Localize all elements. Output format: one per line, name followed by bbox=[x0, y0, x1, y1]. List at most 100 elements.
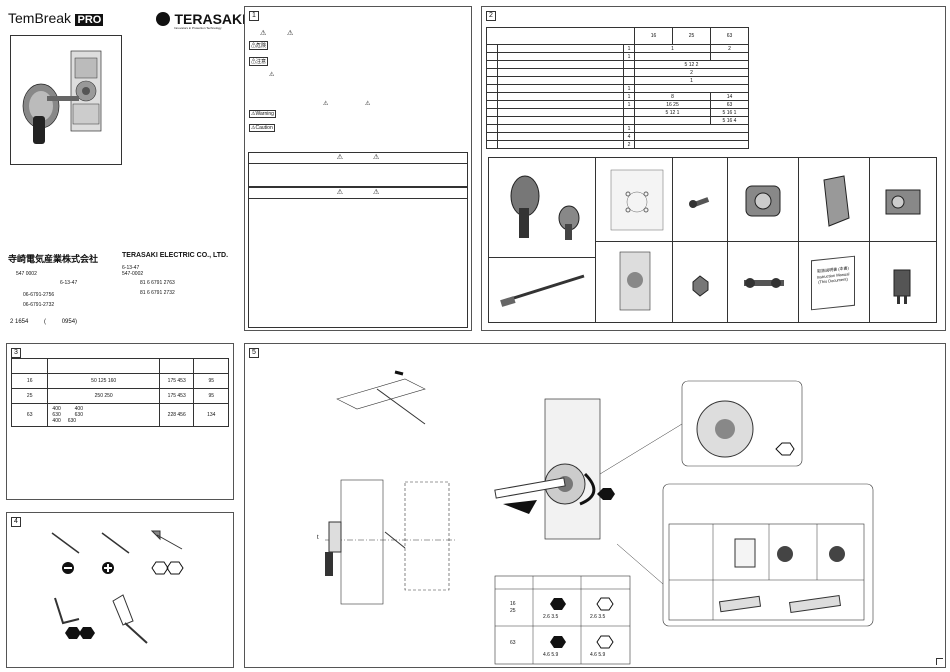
screw-icon bbox=[689, 197, 710, 208]
en-address-1: 6-13-47 bbox=[122, 265, 140, 271]
template-sheet-icon bbox=[610, 169, 664, 231]
header-frame-63: 63 bbox=[710, 27, 749, 45]
hex-size-63-b: 4.6 5.9 bbox=[590, 652, 606, 658]
table-row: 5 12 2 bbox=[486, 60, 749, 69]
table-header-row: 16 25 63 bbox=[486, 27, 749, 45]
handle-unit-illustration bbox=[22, 50, 102, 144]
caution-symbol-small-icon: ⚠ bbox=[269, 72, 275, 78]
company-logo: TERASAKI Innovators in Protection Techno… bbox=[156, 10, 246, 30]
doc-code: 0954) bbox=[61, 319, 78, 325]
brand-logo: TemBreak PRO bbox=[8, 10, 104, 28]
section-2-number: 2 bbox=[486, 11, 496, 21]
part-nut bbox=[672, 241, 729, 323]
part-cover bbox=[798, 157, 871, 243]
jp-warning-tag: ⚠危険 bbox=[249, 41, 269, 50]
page-corner-mark bbox=[936, 658, 943, 665]
doc-paren: ( bbox=[44, 319, 47, 325]
hex-size-16-a: 2.6 3.5 bbox=[543, 614, 559, 620]
header-frame-16: 16 bbox=[634, 27, 673, 45]
table-row: 4 bbox=[486, 132, 749, 141]
jp-company-block: 寺崎電気産業株式会社 547 0002 6-13-47 06-6791-2756… bbox=[8, 252, 118, 308]
warning-box: ⚠ ⚠ bbox=[248, 152, 468, 187]
en-warning-tag: ⚠Warning bbox=[249, 110, 276, 118]
doc-no: 2 1654 bbox=[10, 319, 29, 325]
handle-set-icon bbox=[510, 175, 580, 240]
hex-table-frame-16: 16 bbox=[510, 601, 516, 607]
jp-address: 6-13-47 bbox=[60, 280, 78, 286]
en-caution-tag: ⚠Caution bbox=[249, 124, 275, 132]
assembly-icon bbox=[619, 251, 651, 311]
part-connector bbox=[869, 241, 937, 323]
section-4-number: 4 bbox=[11, 517, 21, 527]
warning-inline-icon: ⚠ bbox=[323, 101, 329, 107]
part-breaker-assembly bbox=[595, 241, 674, 323]
company-seal-icon bbox=[156, 11, 170, 26]
caution-box-icon-2: ⚠ bbox=[372, 189, 380, 196]
table-row: 5 16 4 bbox=[486, 116, 749, 125]
hex-size-63-a: 4.6 5.9 bbox=[543, 652, 559, 658]
jp-tel-1: 06-6791-2756 bbox=[23, 292, 55, 298]
jp-postcode: 547 0002 bbox=[16, 271, 37, 277]
section-1-safety: 1 ⚠ ⚠ ⚠危険 ⚠注意 ⚠ ⚠Warning ⚠ ⚠ ⚠Caution ⚠ … bbox=[244, 6, 472, 331]
part-instruction-manual: 取扱説明書 (本書) Instruction Manual (This Docu… bbox=[798, 241, 871, 323]
installation-diagram bbox=[325, 370, 874, 665]
callout-letter-t: t bbox=[317, 535, 319, 541]
header-frame-25: 25 bbox=[672, 27, 711, 45]
en-postcode: 547-0002 bbox=[122, 271, 144, 277]
part-handle-set bbox=[488, 157, 597, 259]
en-company-block: TERASAKI ELECTRIC CO., LTD. 6-13-47 547-… bbox=[122, 252, 232, 296]
header-blank bbox=[486, 27, 635, 45]
connector-icon bbox=[893, 269, 911, 304]
table-row: 2 bbox=[486, 140, 749, 149]
cover-icon bbox=[823, 175, 850, 227]
jp-company-name: 寺崎電気産業株式会社 bbox=[8, 254, 99, 264]
warning-box-icon-1: ⚠ bbox=[336, 154, 344, 161]
part-shaft bbox=[488, 257, 597, 323]
caution-box-icon-1: ⚠ bbox=[336, 189, 344, 196]
ratings-header-row bbox=[10, 358, 229, 374]
cover-photo bbox=[10, 35, 122, 165]
part-lock bbox=[869, 157, 937, 243]
section-1-number: 1 bbox=[249, 11, 259, 21]
caution-inline-icon: ⚠ bbox=[365, 101, 371, 107]
section-4-tools: 4 bbox=[6, 512, 234, 668]
shaft-icon bbox=[500, 274, 585, 307]
warning-symbol-icon: ⚠ bbox=[260, 30, 267, 37]
company-logo-text: TERASAKI bbox=[174, 10, 247, 27]
company-tagline: Innovators in Protection Technology bbox=[174, 26, 222, 30]
manual-booklet: 取扱説明書 (本書) Instruction Manual (This Docu… bbox=[811, 255, 855, 311]
table-row: 2 bbox=[486, 68, 749, 77]
part-mechanism bbox=[727, 157, 800, 243]
en-tel-2: 81 6 6791 2732 bbox=[140, 290, 175, 296]
jp-tel-2: 06-6791-2732 bbox=[23, 302, 55, 308]
table-row: 1 bbox=[486, 76, 749, 85]
en-tel-1: 81 6 6791 2763 bbox=[140, 280, 175, 286]
hex-table-frame-63: 63 bbox=[510, 640, 516, 646]
lock-part-icon bbox=[885, 189, 921, 215]
section-5-installation: 5 bbox=[244, 343, 946, 668]
caution-box: ⚠ ⚠ bbox=[248, 187, 468, 328]
caution-symbol-icon: ⚠ bbox=[287, 30, 294, 37]
hex-size-16-b: 2.6 3.5 bbox=[590, 614, 606, 620]
document-number: 2 1654 ( 0954) bbox=[10, 319, 77, 325]
section-5-number: 5 bbox=[249, 348, 259, 358]
table-row: 1 bbox=[486, 52, 749, 61]
brand-product: TemBreak bbox=[8, 10, 72, 26]
section-3-number: 3 bbox=[11, 348, 21, 358]
caution-box-header: ⚠ ⚠ bbox=[249, 188, 467, 199]
mechanism-icon bbox=[745, 185, 781, 217]
part-drilling-template bbox=[595, 157, 674, 243]
tools-illustration bbox=[51, 530, 184, 644]
table-row: 1 bbox=[486, 84, 749, 93]
